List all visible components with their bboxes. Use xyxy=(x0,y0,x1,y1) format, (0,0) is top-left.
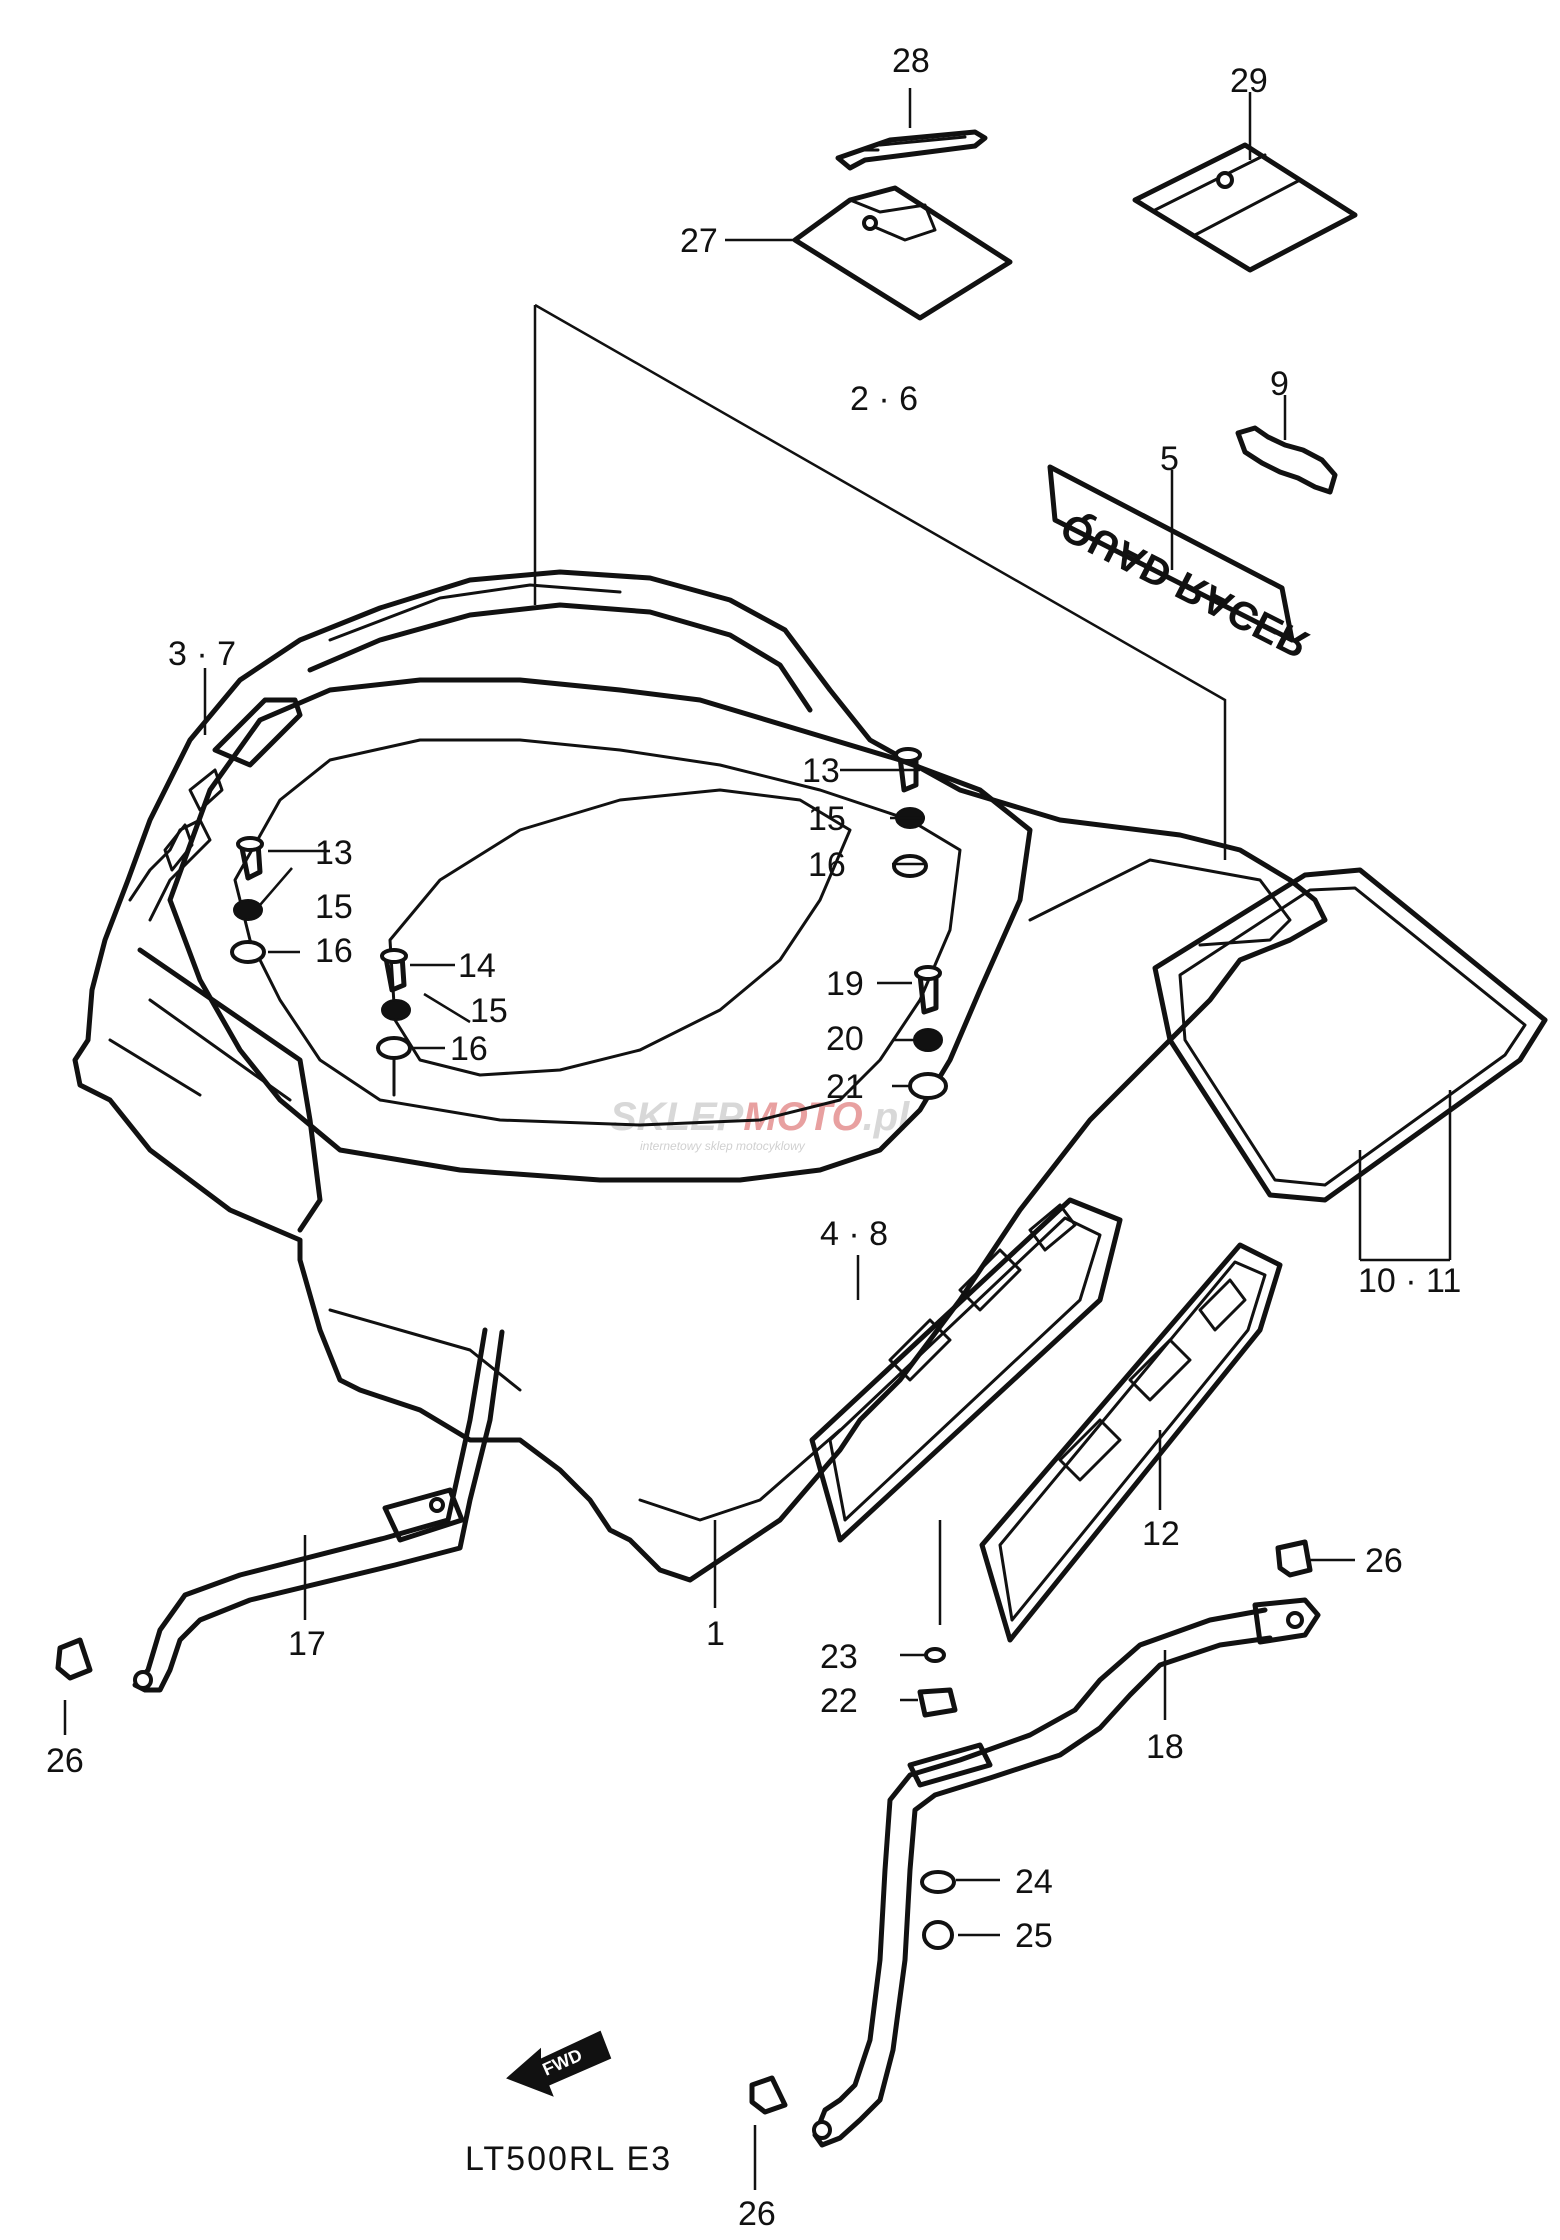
part-26-cap-right xyxy=(1275,1539,1313,1578)
fastener-stack-right-bottom xyxy=(908,965,948,1100)
callout-1: 1 xyxy=(706,1615,725,1653)
callout-15-center: 15 xyxy=(470,992,508,1030)
callout-28: 28 xyxy=(892,42,930,80)
fastener-stack-lower xyxy=(917,1647,958,1950)
callout-19: 19 xyxy=(826,965,864,1003)
callout-18: 18 xyxy=(1146,1728,1184,1766)
part-10-11-seat-pad xyxy=(1152,867,1548,1203)
watermark: SKLEPMOTO.pl internetowy sklep motocyklo… xyxy=(610,1095,910,1153)
part-9-sticker xyxy=(1235,425,1338,495)
callout-4-8: 4 · 8 xyxy=(820,1215,888,1253)
callout-26-left: 26 xyxy=(46,1742,84,1780)
callout-labels: 28 29 27 2 · 6 9 5 3 · 7 13 15 16 14 15 … xyxy=(46,42,1461,2233)
part-17-brace xyxy=(132,1327,505,1693)
callout-16-right: 16 xyxy=(808,846,846,884)
callout-29: 29 xyxy=(1230,62,1268,100)
callout-5: 5 xyxy=(1160,440,1179,478)
callout-13-left: 13 xyxy=(315,834,353,872)
callout-2-6: 2 · 6 xyxy=(850,380,918,418)
watermark-text: SKLEPMOTO.pl xyxy=(610,1095,910,1139)
callout-26-bottom: 26 xyxy=(738,2195,776,2233)
callout-24: 24 xyxy=(1015,1863,1053,1901)
callout-25: 25 xyxy=(1015,1917,1053,1955)
part-27-pouch xyxy=(792,185,1013,321)
callout-16-center: 16 xyxy=(450,1030,488,1068)
callout-27: 27 xyxy=(680,222,718,260)
callout-3-7: 3 · 7 xyxy=(168,635,236,673)
part-18-brace xyxy=(812,1597,1321,2148)
callout-16-left: 16 xyxy=(315,932,353,970)
part-28-strap xyxy=(835,129,988,171)
part-26-cap-bottom xyxy=(749,2075,788,2115)
callout-15-left: 15 xyxy=(315,888,353,926)
callout-20: 20 xyxy=(826,1020,864,1058)
fastener-stack-center xyxy=(376,948,412,1097)
watermark-subtext: internetowy sklep motocyklowy xyxy=(640,1139,806,1153)
callout-17: 17 xyxy=(288,1625,326,1663)
callout-14: 14 xyxy=(458,947,496,985)
part-26-cap-left xyxy=(55,1637,93,1681)
callout-12: 12 xyxy=(1142,1515,1180,1553)
callout-23: 23 xyxy=(820,1638,858,1676)
callout-13-right: 13 xyxy=(802,752,840,790)
part-29-tool-bag xyxy=(1132,142,1358,273)
model-label: LT500RL E3 xyxy=(465,2140,672,2178)
part-5-decal: QUAD RACER xyxy=(1047,464,1316,666)
callout-9: 9 xyxy=(1270,365,1289,403)
fastener-stack-left xyxy=(230,836,266,964)
callout-26-right: 26 xyxy=(1365,1542,1403,1580)
fwd-arrow-icon: FWD xyxy=(506,2030,612,2097)
callout-21: 21 xyxy=(826,1068,864,1106)
part-4-8-side-panel xyxy=(809,1197,1123,1543)
callout-22: 22 xyxy=(820,1682,858,1720)
callout-10-11: 10 · 11 xyxy=(1358,1262,1461,1300)
part-1-rear-fender xyxy=(72,569,1328,1583)
callout-15-right: 15 xyxy=(808,800,846,838)
fastener-stack-right-top xyxy=(892,747,928,878)
leader-lines xyxy=(63,88,1452,2190)
part-12-side-panel xyxy=(979,1242,1283,1643)
